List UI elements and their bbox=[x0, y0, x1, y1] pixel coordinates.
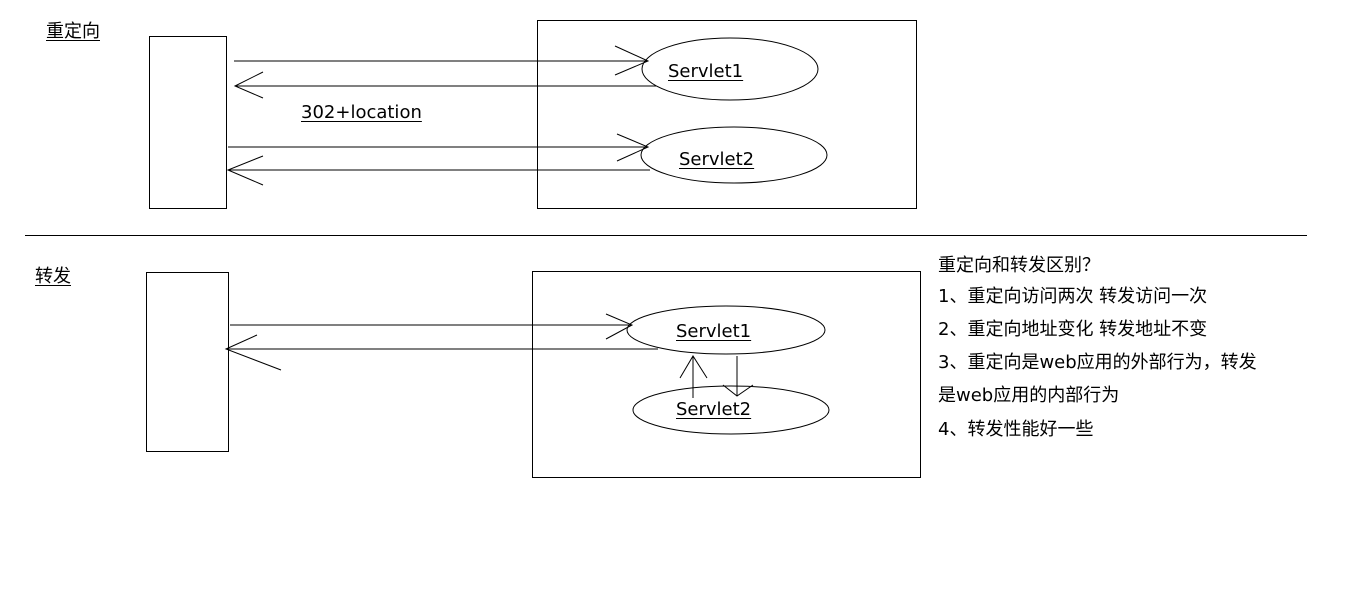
notes-line-5: 4、转发性能好一些 bbox=[938, 419, 1094, 440]
redirect-servlet2-label: Servlet2 bbox=[679, 149, 755, 170]
forward-servlet1-label: Servlet1 bbox=[676, 321, 752, 342]
forward-response-arrow bbox=[224, 334, 658, 371]
redirect-302-label: 302+location bbox=[301, 102, 422, 123]
notes-line-2: 2、重定向地址变化 转发地址不变 bbox=[938, 319, 1208, 340]
redirect-request1-arrow bbox=[234, 45, 650, 76]
forward-servlet2-label: Servlet2 bbox=[676, 399, 752, 420]
forward-server-box bbox=[532, 271, 921, 478]
forward-servlet2-ellipse bbox=[632, 385, 830, 435]
forward-internal-up-arrow bbox=[679, 355, 708, 398]
redirect-server-box bbox=[537, 20, 917, 209]
redirect-response2-arrow bbox=[226, 155, 650, 186]
redirect-section-title: 重定向 bbox=[46, 21, 100, 42]
forward-servlet1-ellipse bbox=[626, 305, 826, 355]
forward-section-title: 转发 bbox=[35, 266, 71, 287]
forward-request-arrow bbox=[230, 313, 634, 340]
forward-client-box bbox=[146, 272, 229, 452]
redirect-servlet2-ellipse bbox=[640, 126, 828, 184]
notes-line-3: 3、重定向是web应用的外部行为，转发 bbox=[938, 352, 1257, 373]
redirect-servlet1-label: Servlet1 bbox=[668, 61, 744, 82]
forward-internal-down-arrow bbox=[722, 356, 754, 397]
redirect-client-box bbox=[149, 36, 227, 209]
redirect-servlet1-ellipse bbox=[641, 37, 819, 101]
notes-line-4: 是web应用的内部行为 bbox=[938, 385, 1120, 406]
redirect-request2-arrow bbox=[228, 133, 650, 162]
notes-title: 重定向和转发区别？ bbox=[938, 255, 1100, 276]
notes-line-1: 1、重定向访问两次 转发访问一次 bbox=[938, 286, 1208, 307]
redirect-response-arrow bbox=[233, 71, 656, 99]
